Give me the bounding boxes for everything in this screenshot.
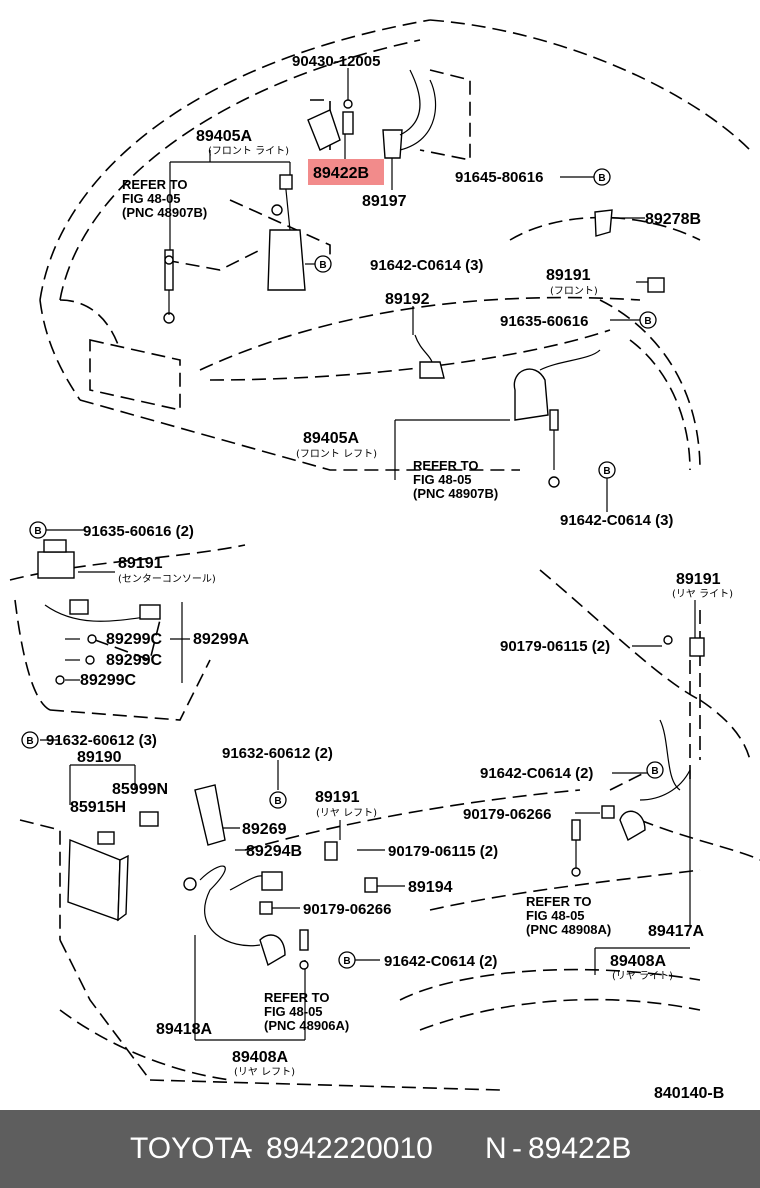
- label-89294b[interactable]: 89294B: [246, 843, 302, 860]
- footer-brand: TOYOTA: [130, 1132, 251, 1165]
- badge-markers: B B B B B B B B B: [21, 168, 664, 969]
- label-89197[interactable]: 89197: [362, 193, 407, 210]
- badge-b-8-text: B: [651, 766, 658, 777]
- footer-n-separator: -: [512, 1132, 522, 1165]
- refer-4-line-2[interactable]: FIG 48-05: [264, 1004, 323, 1019]
- refer-1-line-2[interactable]: FIG 48-05: [122, 191, 181, 206]
- badge-b-7: [269, 791, 287, 809]
- footer-n-label: N: [485, 1132, 507, 1165]
- label-89191-front-jp: (フロント): [550, 286, 598, 297]
- label-89299c-1[interactable]: 89299C: [106, 631, 162, 648]
- label-91635-60616-b[interactable]: 91635-60616 (2): [83, 523, 194, 540]
- label-90179-06115-a[interactable]: 90179-06115 (2): [500, 638, 610, 655]
- label-91642-c0614-d[interactable]: 91642-C0614 (2): [384, 953, 497, 970]
- refer-1-line-3: (PNC 48907B): [122, 205, 207, 220]
- badge-b-1-text: B: [598, 173, 605, 184]
- footer-n-value: 89422B: [528, 1132, 632, 1165]
- badge-b-6-text: B: [26, 736, 33, 747]
- badge-b-3-text: B: [644, 316, 651, 327]
- badge-b-8: [646, 761, 664, 779]
- highlight-box: [308, 159, 384, 185]
- label-89422b[interactable]: 89422B: [313, 165, 369, 182]
- label-90179-06266-a[interactable]: 90179-06266: [463, 806, 551, 823]
- label-91632-60612-b[interactable]: 91632-60612 (2): [222, 745, 333, 762]
- label-89408a-rear-left[interactable]: 89408A: [232, 1049, 288, 1066]
- refer-3-line-1: REFER TO: [526, 894, 592, 909]
- refer-1-line-1: REFER TO: [122, 177, 188, 192]
- part-labels: 90430-12005 89405A (フロント ライト) 89422B 891…: [46, 53, 733, 1102]
- label-89405a-top[interactable]: 89405A: [196, 128, 252, 145]
- badge-b-4-text: B: [603, 466, 610, 477]
- label-89299c-3[interactable]: 89299C: [80, 672, 136, 689]
- label-89194[interactable]: 89194: [408, 879, 453, 896]
- refer-2-line-3: (PNC 48907B): [413, 486, 498, 501]
- badge-b-5: [29, 521, 47, 539]
- label-91642-c0614-a[interactable]: 91642-C0614 (3): [370, 257, 483, 274]
- label-89191-center-jp: (センターコンソール): [118, 573, 216, 585]
- badge-b-4: [598, 461, 616, 479]
- label-89191-center[interactable]: 89191: [118, 555, 163, 572]
- label-89278b[interactable]: 89278B: [645, 211, 701, 228]
- label-89405a-mid[interactable]: 89405A: [303, 430, 359, 447]
- label-90179-06115-b[interactable]: 90179-06115 (2): [388, 843, 498, 860]
- badge-b-3: [639, 311, 657, 329]
- label-89192[interactable]: 89192: [385, 291, 430, 308]
- badge-b-7-text: B: [274, 796, 281, 807]
- label-89269[interactable]: 89269: [242, 821, 287, 838]
- label-89191-rear-right[interactable]: 89191: [676, 571, 721, 588]
- label-91642-c0614-b[interactable]: 91642-C0614 (3): [560, 512, 673, 529]
- label-89405a-top-jp: (フロント ライト): [208, 145, 289, 157]
- label-91645-80616[interactable]: 91645-80616: [455, 169, 543, 186]
- label-89418a[interactable]: 89418A: [156, 1021, 212, 1038]
- label-89299a[interactable]: 89299A: [193, 631, 249, 648]
- badge-b-2-text: B: [319, 260, 326, 271]
- badge-b-9: [338, 951, 356, 969]
- part-shapes: [37, 69, 705, 970]
- label-91635-60616-a[interactable]: 91635-60616: [500, 313, 588, 330]
- label-91632-60612-a[interactable]: 91632-60612 (3): [46, 732, 157, 749]
- badge-b-5-text: B: [34, 526, 41, 537]
- refer-2-line-2[interactable]: FIG 48-05: [413, 472, 472, 487]
- refer-4-line-1: REFER TO: [264, 990, 330, 1005]
- label-89417a[interactable]: 89417A: [648, 923, 704, 940]
- label-89191-rear-left[interactable]: 89191: [315, 789, 360, 806]
- badge-b-9-text: B: [343, 956, 350, 967]
- label-90430-12005[interactable]: 90430-12005: [292, 53, 380, 70]
- badge-b-6: [21, 731, 39, 749]
- refer-2-line-1: REFER TO: [413, 458, 479, 473]
- figure-code: 840140-B: [654, 1085, 724, 1102]
- footer-part-number: 8942220010: [266, 1132, 433, 1165]
- label-89191-rear-right-jp: (リヤ ライト): [672, 588, 733, 600]
- leader-lines: [40, 68, 696, 1041]
- label-89408a-rear-left-jp: (リヤ レフト): [234, 1067, 295, 1078]
- badge-b-2: [314, 255, 332, 273]
- refer-3-line-2[interactable]: FIG 48-05: [526, 908, 585, 923]
- label-90179-06266-b[interactable]: 90179-06266: [303, 901, 391, 918]
- label-89299c-2[interactable]: 89299C: [106, 652, 162, 669]
- label-89405a-mid-jp: (フロント レフト): [296, 449, 377, 460]
- label-85915h[interactable]: 85915H: [70, 799, 126, 816]
- label-89191-front[interactable]: 89191: [546, 267, 591, 284]
- footer-separator: -: [243, 1132, 253, 1165]
- label-89408a-rear-right[interactable]: 89408A: [610, 953, 666, 970]
- label-89191-rear-left-jp: (リヤ レフト): [316, 808, 377, 819]
- label-85999n[interactable]: 85999N: [112, 781, 168, 798]
- footer-bar: TOYOTA - 8942220010 N - 89422B: [0, 1110, 760, 1188]
- label-89408a-rear-right-jp: (リヤ ライト): [612, 970, 673, 982]
- badge-b-1: [593, 168, 611, 186]
- label-91642-c0614-c[interactable]: 91642-C0614 (2): [480, 765, 593, 782]
- parts-diagram: B B B B B B B B B 90430-12005 89405A (フロ…: [9, 19, 760, 1102]
- refer-3-line-3: (PNC 48908A): [526, 922, 611, 937]
- label-89190[interactable]: 89190: [77, 749, 122, 766]
- refer-4-line-3: (PNC 48906A): [264, 1018, 349, 1033]
